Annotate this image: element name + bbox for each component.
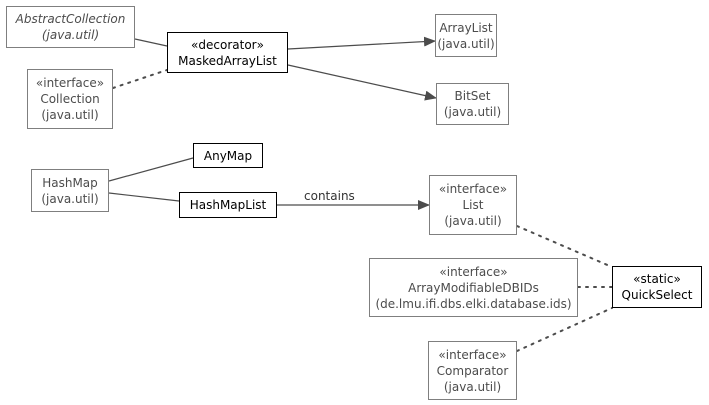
node-quickselect-name: QuickSelect [621, 288, 693, 302]
edge-comparator-quickselect [516, 307, 613, 352]
node-bitset[interactable]: BitSet (java.util) [436, 83, 509, 125]
node-hashmaplist-name: HashMapList [189, 198, 267, 212]
edge-maskedarraylist-bitset [287, 64, 437, 101]
node-maskedarraylist-name: MaskedArrayList [178, 53, 277, 68]
node-list[interactable]: «interface» List (java.util) [429, 175, 517, 235]
node-list-name: List [462, 198, 484, 212]
node-arraymodifiabledbids[interactable]: «interface» ArrayModifiableDBIDs (de.lmu… [369, 258, 578, 317]
node-list-package: (java.util) [444, 214, 502, 228]
node-collection[interactable]: «interface» Collection (java.util) [27, 69, 113, 129]
node-arraymodifiabledbids-package: (de.lmu.ifi.dbs.elki.database.ids) [375, 296, 572, 311]
edge-label-contains: contains [304, 189, 355, 203]
node-quickselect[interactable]: «static» QuickSelect [612, 266, 702, 308]
node-anymap-name: AnyMap [203, 148, 253, 163]
node-bitset-name: BitSet [454, 89, 491, 103]
node-list-stereotype: «interface» [438, 182, 508, 196]
node-hashmap-name: HashMap [42, 175, 98, 190]
node-hashmap-package: (java.util) [41, 191, 99, 206]
node-collection-stereotype: «interface» [35, 76, 105, 90]
node-collection-name: Collection [40, 92, 100, 106]
node-anymap[interactable]: AnyMap [193, 143, 263, 168]
node-hashmap[interactable]: HashMap (java.util) [31, 169, 109, 212]
node-maskedarraylist-stereotype: «decorator» [191, 37, 264, 52]
edge-collection-maskedarraylist [112, 69, 168, 89]
node-arraymodifiabledbids-stereotype: «interface» [439, 264, 508, 279]
node-collection-package: (java.util) [41, 108, 99, 122]
node-comparator-name: Comparator [436, 363, 509, 378]
node-abstractcollection-name: AbstractCollection [15, 12, 126, 26]
node-arraylist-package: (java.util) [437, 36, 495, 51]
edge-maskedarraylist-arraylist [287, 36, 436, 50]
node-maskedarraylist[interactable]: «decorator» MaskedArrayList [167, 32, 288, 73]
node-hashmaplist[interactable]: HashMapList [179, 192, 277, 218]
node-arraymodifiabledbids-name: ArrayModifiableDBIDs [408, 280, 539, 295]
node-comparator[interactable]: «interface» Comparator (java.util) [428, 341, 517, 400]
node-comparator-stereotype: «interface» [438, 347, 507, 362]
edge-list-quickselect [516, 225, 613, 268]
node-bitset-package: (java.util) [443, 105, 502, 119]
edge-hashmap-hashmaplist [108, 192, 180, 202]
edge-abstractcollection-maskedarraylist [134, 38, 168, 47]
node-comparator-package: (java.util) [443, 379, 502, 394]
node-quickselect-stereotype: «static» [633, 272, 681, 286]
edge-hashmap-anymap [108, 157, 194, 182]
node-abstractcollection[interactable]: AbstractCollection (java.util) [6, 6, 135, 48]
node-arraylist-name: ArrayList [439, 20, 493, 35]
node-arraylist[interactable]: ArrayList (java.util) [435, 14, 497, 57]
node-abstractcollection-package: (java.util) [41, 28, 100, 42]
